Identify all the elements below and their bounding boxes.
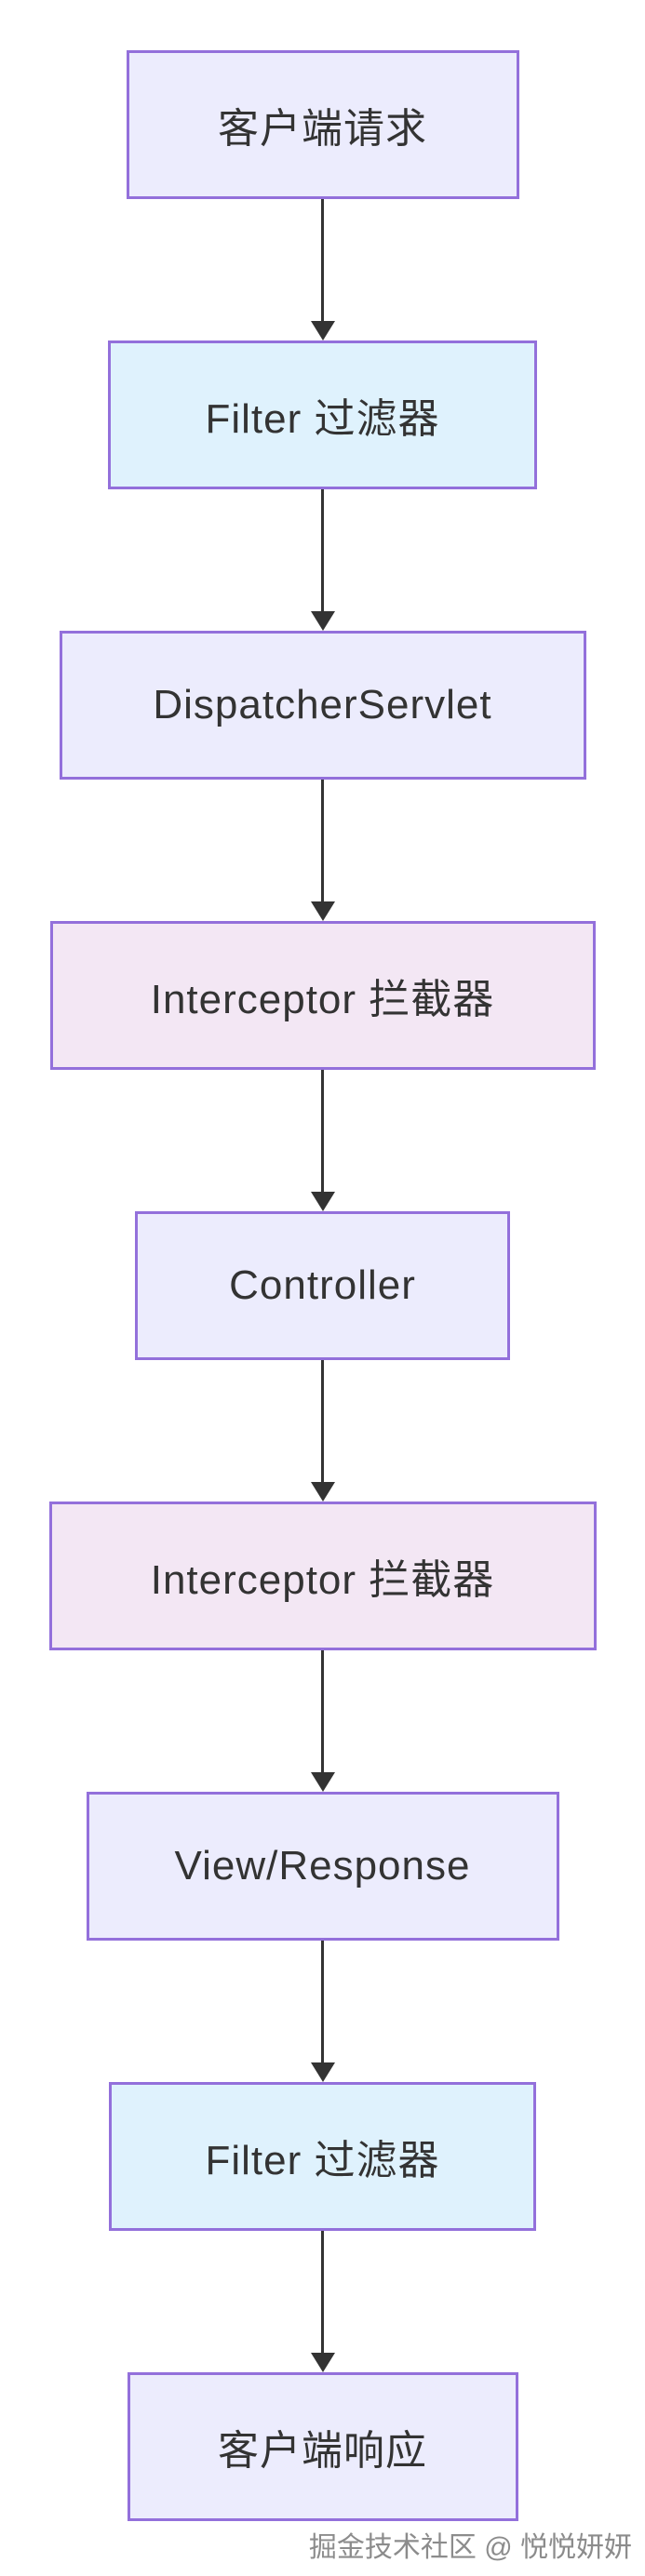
flow-node-label-filter-out: Filter 过滤器 bbox=[205, 2138, 440, 2183]
arrow-line bbox=[321, 2231, 324, 2353]
arrow-down-icon bbox=[310, 1482, 335, 1502]
flow-node-label-interceptor-pre: Interceptor 拦截器 bbox=[150, 977, 495, 1022]
arrow-line bbox=[321, 1941, 324, 2062]
flow-node-label-client-response: 客户端响应 bbox=[218, 2428, 427, 2474]
flow-node-interceptor-post: Interceptor 拦截器 bbox=[48, 1502, 597, 1650]
arrow-line bbox=[321, 199, 324, 321]
flow-node-label-interceptor-post: Interceptor 拦截器 bbox=[150, 1557, 495, 1603]
flow-node-label-dispatcher-servlet: DispatcherServlet bbox=[153, 682, 492, 727]
flow-connector bbox=[310, 199, 335, 340]
flowchart-column: 客户端请求 Filter 过滤器 DispatcherServlet Inter… bbox=[48, 50, 597, 2521]
arrow-line bbox=[321, 489, 324, 611]
flow-connector bbox=[310, 1650, 335, 1792]
flow-node-dispatcher-servlet: DispatcherServlet bbox=[59, 631, 586, 780]
flow-node-label-filter-in: Filter 过滤器 bbox=[205, 396, 440, 442]
flow-connector bbox=[310, 1941, 335, 2082]
arrow-down-icon bbox=[310, 1772, 335, 1792]
flow-node-label-controller: Controller bbox=[229, 1262, 416, 1308]
flow-connector bbox=[310, 2231, 335, 2372]
arrow-line bbox=[321, 1360, 324, 1482]
flow-node-client-request: 客户端请求 bbox=[126, 50, 519, 199]
arrow-line bbox=[321, 1070, 324, 1192]
flow-connector bbox=[310, 489, 335, 631]
arrow-down-icon bbox=[310, 2353, 335, 2372]
flow-connector bbox=[310, 780, 335, 921]
arrow-down-icon bbox=[310, 1192, 335, 1211]
flow-node-label-client-request: 客户端请求 bbox=[218, 106, 427, 152]
arrow-down-icon bbox=[310, 2062, 335, 2082]
watermark-text: 掘金技术社区 @ 悦悦妍妍 bbox=[308, 2532, 632, 2563]
flow-node-view-response: View/Response bbox=[86, 1792, 559, 1941]
flow-node-interceptor-pre: Interceptor 拦截器 bbox=[49, 921, 596, 1070]
arrow-line bbox=[321, 1650, 324, 1772]
arrow-line bbox=[321, 780, 324, 901]
flow-node-client-response: 客户端响应 bbox=[127, 2372, 518, 2521]
arrow-down-icon bbox=[310, 321, 335, 340]
flow-node-filter-out: Filter 过滤器 bbox=[109, 2082, 536, 2231]
arrow-down-icon bbox=[310, 901, 335, 921]
flow-connector bbox=[310, 1070, 335, 1211]
flow-node-filter-in: Filter 过滤器 bbox=[108, 340, 537, 489]
arrow-down-icon bbox=[310, 611, 335, 631]
flow-connector bbox=[310, 1360, 335, 1502]
flow-node-label-view-response: View/Response bbox=[174, 1843, 471, 1889]
flow-node-controller: Controller bbox=[135, 1211, 510, 1360]
